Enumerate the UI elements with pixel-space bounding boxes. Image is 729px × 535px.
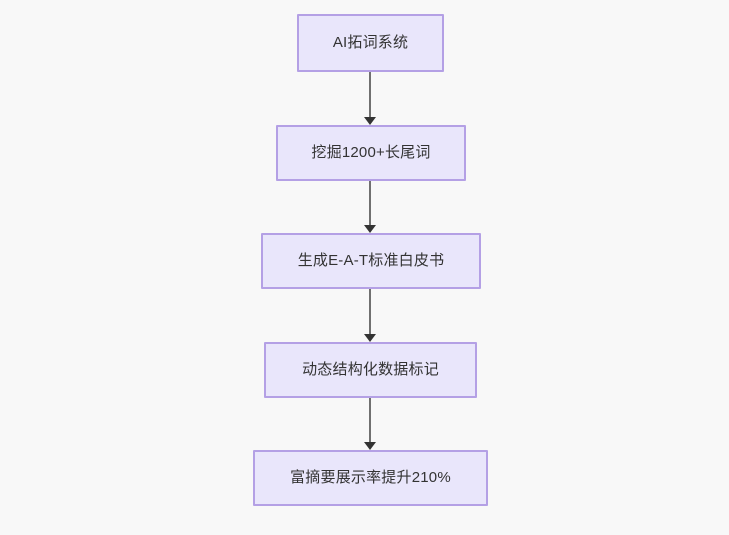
flow-node-3[interactable]: 生成E-A-T标准白皮书 bbox=[261, 233, 481, 289]
flow-edge-1-to-2 bbox=[363, 72, 377, 125]
flow-node-4-label: 动态结构化数据标记 bbox=[302, 361, 439, 378]
flow-edge-3-to-4 bbox=[363, 289, 377, 342]
arrowhead-icon bbox=[364, 117, 376, 125]
flow-node-2[interactable]: 挖掘1200+长尾词 bbox=[276, 125, 466, 181]
flow-edge-4-to-5 bbox=[363, 398, 377, 450]
arrowhead-icon bbox=[364, 225, 376, 233]
edge-line bbox=[369, 72, 371, 117]
edge-line bbox=[369, 398, 371, 442]
flow-node-5-label: 富摘要展示率提升210% bbox=[290, 469, 451, 486]
flow-node-1-label: AI拓词系统 bbox=[332, 34, 409, 51]
edge-line bbox=[369, 289, 371, 334]
flow-node-3-label: 生成E-A-T标准白皮书 bbox=[297, 252, 445, 269]
arrowhead-icon bbox=[364, 334, 376, 342]
flow-node-1[interactable]: AI拓词系统 bbox=[297, 14, 444, 72]
edge-line bbox=[369, 181, 371, 225]
flow-node-2-label: 挖掘1200+长尾词 bbox=[311, 144, 431, 161]
flow-node-4[interactable]: 动态结构化数据标记 bbox=[264, 342, 477, 398]
arrowhead-icon bbox=[364, 442, 376, 450]
flow-edge-2-to-3 bbox=[363, 181, 377, 233]
flow-node-5[interactable]: 富摘要展示率提升210% bbox=[253, 450, 488, 506]
